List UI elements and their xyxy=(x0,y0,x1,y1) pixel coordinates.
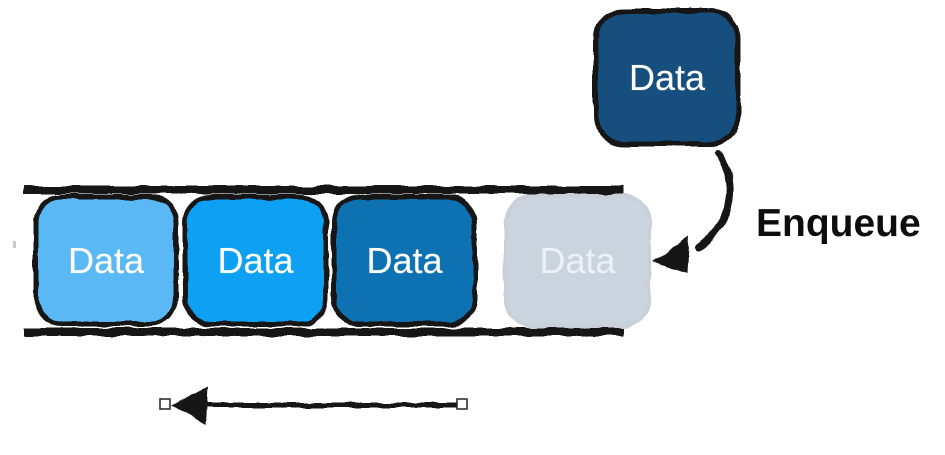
enqueue-arrowhead xyxy=(652,236,689,274)
queue-top-rail xyxy=(24,186,623,194)
arrow-endpoint-handle-right xyxy=(456,398,468,410)
queue-rails xyxy=(24,186,623,336)
stray-pen-mark xyxy=(13,241,16,248)
enqueue-arrow-icon xyxy=(652,149,734,274)
queue-slot-box-3 xyxy=(331,194,478,327)
queue-slot-ghost-box xyxy=(504,194,651,328)
direction-arrowhead xyxy=(171,386,208,425)
incoming-data-box xyxy=(593,8,741,147)
enqueue-arrow-shaft xyxy=(694,149,734,251)
queue-slot-box-2 xyxy=(182,194,329,327)
direction-arrow-icon xyxy=(159,386,468,425)
enqueue-operation-label: Enqueue xyxy=(756,202,921,245)
arrow-endpoint-handle-left xyxy=(159,398,171,410)
queue-slot-box-1 xyxy=(33,194,179,327)
queue-bottom-rail xyxy=(24,328,623,336)
